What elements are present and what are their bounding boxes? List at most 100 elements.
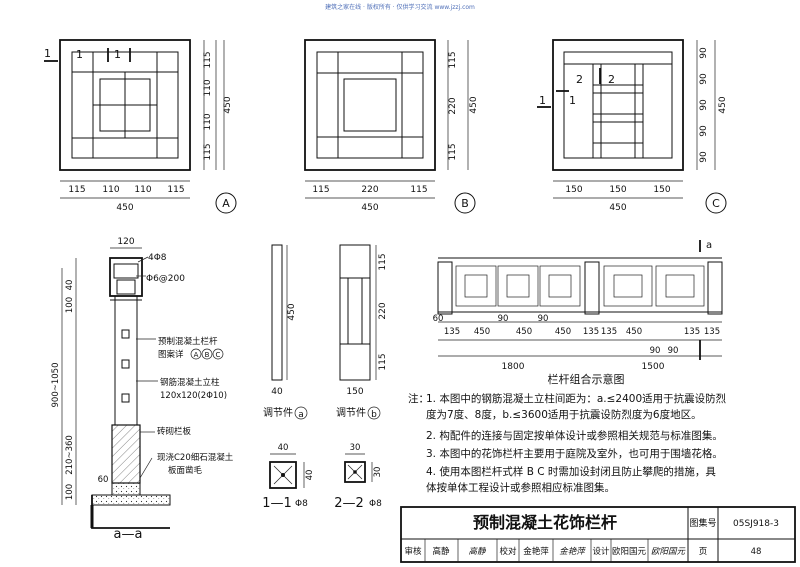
section-aa-callout: 钢筋混凝土立柱 bbox=[160, 377, 220, 388]
assembly-span: 1800 bbox=[502, 362, 525, 372]
assembly-caption: 栏杆组合示意图 bbox=[548, 372, 625, 386]
assembly-dim: 450 bbox=[516, 327, 532, 337]
detail-c-label-circle bbox=[705, 192, 727, 214]
assembly-dim: 90 bbox=[498, 314, 509, 324]
detail-b-hdim: 220 bbox=[361, 185, 378, 195]
note-line: 度为7度、8度，b.≤3600适用于抗震设防烈度为6度地区。 bbox=[426, 408, 702, 421]
section-aa-callout: 砖砌栏板 bbox=[157, 426, 192, 437]
adjust-piece-a: 450 40 调节件 a bbox=[263, 244, 308, 420]
detail-c-vtotal: 450 bbox=[718, 96, 728, 113]
sec11-width: 40 bbox=[278, 443, 289, 453]
assembly-dim: 135 bbox=[684, 327, 700, 337]
note-line: 2. 构配件的连接与固定按单体设计或参照相关规范与标准图集。 bbox=[426, 429, 723, 442]
detail-b-vdim: 115 bbox=[448, 143, 458, 160]
designer-name: 欧阳国元 bbox=[612, 546, 647, 557]
detail-c-vdim: 90 bbox=[699, 73, 709, 85]
section-aa-dim60: 60 bbox=[98, 475, 109, 485]
page-label: 页 bbox=[699, 547, 708, 557]
assembly-dim: 135 bbox=[444, 327, 460, 337]
note-line: 体按单体工程设计或参照相应标准图集。 bbox=[426, 481, 615, 494]
detail-b-hdim: 115 bbox=[312, 185, 329, 195]
detail-a-label-circle bbox=[215, 192, 237, 214]
sec22-height: 30 bbox=[373, 467, 383, 478]
detail-a-section-mark: 1 bbox=[114, 48, 121, 61]
adjust-b-caption: 调节件 bbox=[336, 407, 366, 419]
detail-b-frame bbox=[304, 39, 436, 171]
notes-lead: 注： bbox=[408, 392, 429, 405]
adjust-a-width: 40 bbox=[271, 387, 283, 397]
section-aa-left-dim: 40 bbox=[65, 280, 75, 291]
assembly-dim: 90 bbox=[538, 314, 549, 324]
assembly-elevation: a 60 135 450 90 450 90 450 135 bbox=[433, 240, 723, 386]
note-line: 1. 本图中的钢筋混凝土立柱间距为：a.≤2400适用于抗震设防烈 bbox=[426, 392, 727, 405]
header-watermark-note: 建筑之家在线 · 版权所有 · 仅供学习交流 www.jzzj.com bbox=[325, 4, 475, 11]
detail-c-section-mark: 1 bbox=[539, 94, 546, 107]
detail-a-hdim: 110 bbox=[102, 185, 119, 195]
adjust-b-width: 150 bbox=[346, 387, 363, 397]
detail-c-vdim: 90 bbox=[699, 47, 709, 59]
note-line: 3. 本图中的花饰栏杆主要用于庭院及室外，也可用于围墙花格。 bbox=[426, 447, 723, 460]
section-aa-callout: 预制混凝土栏杆 bbox=[158, 336, 218, 347]
detail-c: 2 2 1 1 90 90 90 90 90 450 150 150 150 4… bbox=[537, 39, 728, 214]
atlas-label: 图集号 bbox=[689, 517, 716, 529]
detail-a-hdim: 110 bbox=[134, 185, 151, 195]
section-aa-rebar-top: 4Φ8 bbox=[148, 253, 167, 263]
section-aa-callout: 图案详 bbox=[158, 349, 184, 360]
detail-a-hdim: 115 bbox=[68, 185, 85, 195]
detail-b-vdim: 115 bbox=[448, 51, 458, 68]
review-label: 审核 bbox=[404, 546, 422, 557]
designer-signature: 欧阳国元 bbox=[651, 546, 687, 557]
adjust-b-mark: b bbox=[371, 410, 377, 420]
detail-a: 1 1 1 115 110 110 115 450 115 110 110 11… bbox=[44, 39, 237, 214]
section-aa-callout-ref: A bbox=[194, 351, 199, 359]
detail-c-hdim: 150 bbox=[653, 185, 670, 195]
section-aa-left-dim: 900~1050 bbox=[51, 363, 61, 408]
detail-c-vdim: 90 bbox=[699, 99, 709, 111]
assembly-dim: 135 bbox=[704, 327, 720, 337]
section-aa-slab bbox=[91, 494, 171, 506]
detail-c-label: C bbox=[712, 197, 720, 210]
assembly-dim: 450 bbox=[555, 327, 571, 337]
title-block: 预制混凝土花饰栏杆 图集号 05SJ918-3 审核 高静 高静 校对 金艳萍 … bbox=[400, 506, 796, 563]
detail-c-htotal: 450 bbox=[609, 203, 626, 213]
detail-a-hdim: 115 bbox=[167, 185, 184, 195]
reviewer-signature: 高静 bbox=[468, 546, 487, 557]
assembly-dim: 450 bbox=[474, 327, 490, 337]
sec11-title: 1—1 bbox=[262, 496, 292, 511]
adjust-piece-b: 115 220 115 150 调节件 b bbox=[336, 244, 388, 420]
detail-b-label: B bbox=[461, 197, 469, 210]
sec22-title: 2—2 bbox=[334, 496, 364, 511]
detail-a-vdim: 115 bbox=[203, 51, 213, 68]
detail-a-vtotal: 450 bbox=[223, 96, 233, 113]
sheet-title: 预制混凝土花饰栏杆 bbox=[473, 513, 617, 532]
section-aa-cast-strip bbox=[111, 482, 141, 496]
detail-c-hdim: 150 bbox=[565, 185, 582, 195]
adjust-b-dim: 115 bbox=[378, 353, 388, 370]
sec11-rebar: Φ8 bbox=[295, 499, 308, 509]
detail-a-vdim: 110 bbox=[203, 79, 213, 96]
section-2-2: 30 30 Φ8 2—2 bbox=[334, 443, 383, 511]
adjust-b-dim: 115 bbox=[378, 253, 388, 270]
section-aa-callout: 板面凿毛 bbox=[168, 465, 203, 476]
assembly-dim: 135 bbox=[583, 327, 599, 337]
section-aa-callout: 120x120(2Φ10) bbox=[160, 391, 227, 401]
detail-b-htotal: 450 bbox=[361, 203, 378, 213]
section-aa-left-dim: 100 bbox=[65, 297, 75, 313]
detail-a-vdim: 110 bbox=[203, 113, 213, 130]
assembly-mark: a bbox=[706, 240, 712, 251]
section-aa-brick-wall bbox=[111, 424, 141, 484]
note-line: 4. 使用本图栏杆式样 B C 时需加设封闭且防止攀爬的措施，具 bbox=[426, 465, 716, 478]
assembly-dim: 450 bbox=[626, 327, 642, 337]
adjust-a-height: 450 bbox=[287, 303, 297, 320]
check-label: 校对 bbox=[499, 546, 517, 557]
detail-b-vtotal: 450 bbox=[469, 96, 479, 113]
sec22-rebar: Φ8 bbox=[369, 499, 382, 509]
checker-name: 金艳萍 bbox=[523, 546, 549, 557]
detail-c-section-mark: 1 bbox=[569, 94, 576, 107]
section-1-1: 40 40 Φ8 1—1 bbox=[262, 443, 315, 511]
section-aa-left-dim: 100 bbox=[65, 484, 75, 500]
sec11-height: 40 bbox=[305, 470, 315, 481]
assembly-span: 1500 bbox=[642, 362, 665, 372]
adjust-b-dim: 220 bbox=[378, 302, 388, 319]
